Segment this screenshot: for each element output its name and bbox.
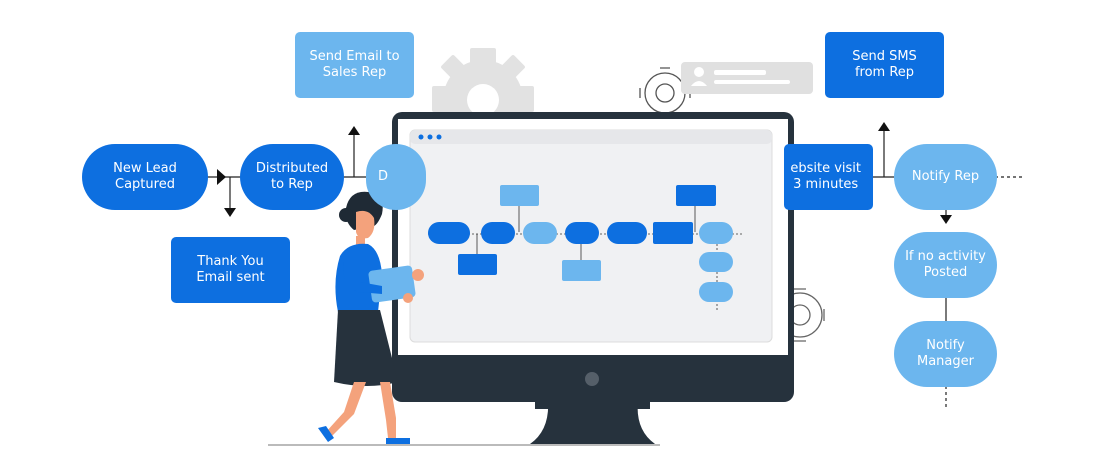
send-email-node: Send Email to Sales Rep <box>295 32 414 98</box>
distributed-label: Distributed to Rep <box>255 161 329 192</box>
website-visit-node: ebsite visit 3 minutes <box>784 144 873 210</box>
thank-you-node: Thank You Email sent <box>171 237 290 303</box>
no-activity-label: If no activity Posted <box>905 249 986 280</box>
notify-manager-node: Notify Manager <box>894 321 997 387</box>
send-sms-node: Send SMS from Rep <box>825 32 944 98</box>
partial-node-label: D <box>378 169 389 184</box>
person-figure <box>318 191 424 444</box>
send-email-label: Send Email to Sales Rep <box>309 49 400 80</box>
notify-rep-label: Notify Rep <box>911 169 980 184</box>
notify-manager-label: Notify Manager <box>917 338 974 369</box>
monitor-icon <box>392 112 794 444</box>
user-card-icon <box>681 62 813 94</box>
no-activity-node: If no activity Posted <box>894 232 997 298</box>
send-sms-label: Send SMS from Rep <box>852 49 917 80</box>
notify-rep-node: Notify Rep <box>894 144 997 210</box>
website-visit-label: ebsite visit 3 minutes <box>790 161 861 192</box>
new-lead-node: New Lead Captured <box>82 144 208 210</box>
partial-node: D <box>366 144 426 210</box>
new-lead-label: New Lead Captured <box>113 161 177 192</box>
distributed-node: Distributed to Rep <box>240 144 344 210</box>
thank-you-label: Thank You Email sent <box>196 254 265 285</box>
